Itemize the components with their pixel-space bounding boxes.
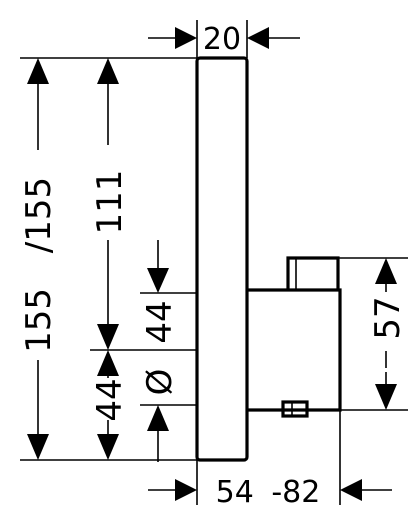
dim-depth: 54 -82 — [148, 475, 392, 510]
dim-diameter: Ø — [140, 369, 180, 462]
arrow-right — [175, 27, 197, 49]
lower-connector — [281, 400, 309, 418]
faceplate — [195, 56, 249, 462]
dim-top-width: 20 — [148, 22, 300, 57]
svg-text:155 /155: 155 /155 — [19, 177, 59, 353]
arrow-up — [97, 350, 119, 376]
dim-mid-spacing: 44 — [140, 240, 180, 344]
extension-lines — [20, 20, 408, 505]
arrow-left — [247, 27, 269, 49]
valve-body — [247, 288, 342, 412]
upper-connector — [286, 256, 340, 290]
arrow-down — [97, 434, 119, 460]
dim-label-body-height: 57 — [368, 296, 408, 339]
dim-label-total-height-alt: /155 — [19, 177, 59, 253]
dim-label-mid-spacing: 44 — [140, 300, 180, 343]
dim-lower-spacing: 44 — [90, 350, 130, 460]
arrow-down — [27, 434, 49, 460]
part-outline — [195, 56, 342, 462]
arrow-up — [147, 405, 169, 431]
dim-label-depth-max: -82 — [271, 475, 320, 510]
arrow-down — [375, 384, 397, 410]
dim-label-depth-min: 54 — [216, 475, 254, 510]
dim-label-top-width: 20 — [203, 22, 241, 57]
arrow-down — [97, 324, 119, 350]
arrow-up — [375, 258, 397, 284]
arrow-right — [175, 479, 197, 501]
dim-upper-height: 111 — [90, 58, 130, 350]
diameter-symbol: Ø — [140, 369, 180, 396]
dim-label-lower-spacing: 44 — [90, 378, 130, 421]
dim-total-height: 155 /155 — [19, 58, 59, 460]
dim-label-total-height: 155 — [19, 288, 59, 353]
arrow-left — [340, 479, 362, 501]
arrow-up — [27, 58, 49, 84]
arrow-up — [97, 58, 119, 84]
dim-label-upper-height: 111 — [90, 170, 130, 235]
dim-label-depth: 54 -82 — [216, 475, 321, 510]
arrow-down — [147, 268, 169, 293]
dim-body-height: 57 — [368, 258, 408, 410]
